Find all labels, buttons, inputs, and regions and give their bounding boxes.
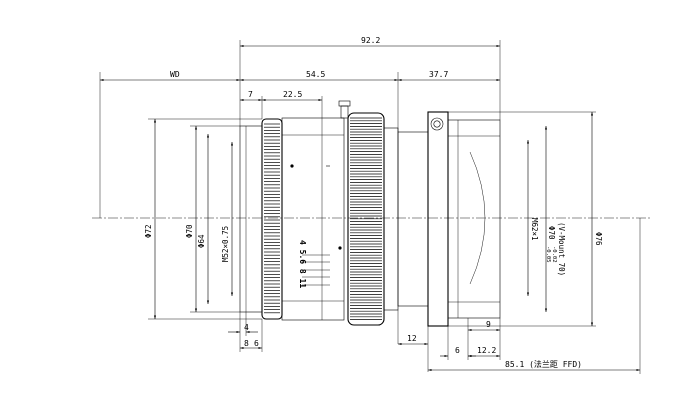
front-knurl bbox=[264, 123, 280, 314]
diameter-72: Φ72 bbox=[144, 224, 153, 238]
rear-knurl bbox=[350, 117, 382, 320]
dim-body-length: 54.5 bbox=[306, 70, 325, 79]
lens-body bbox=[239, 100, 501, 327]
dim-flange-4: 4 bbox=[244, 323, 249, 332]
dim-focus-width: 22.5 bbox=[283, 90, 302, 99]
aperture-scale: 4 5.6 8 11 bbox=[298, 240, 307, 288]
dim-mount-length: 37.7 bbox=[429, 70, 448, 79]
right-diameters: M62×1 Φ70 -0.02 -0.05 (V-Mount 70) Φ76 bbox=[448, 111, 603, 327]
diameter-70: Φ70 bbox=[185, 224, 194, 238]
dim-overall-length: 92.2 bbox=[361, 36, 380, 45]
mount-tol-upper: -0.02 bbox=[551, 246, 557, 263]
top-dimensions: 92.2 WD 54.5 37.7 7 22.5 bbox=[99, 36, 501, 218]
dim-rear-9: 9 bbox=[486, 320, 491, 329]
diameter-64: Φ64 bbox=[197, 234, 206, 248]
dim-rear-6: 6 bbox=[455, 346, 460, 355]
mount-diameter-70: Φ70 bbox=[547, 226, 556, 240]
dim-working-distance: WD bbox=[170, 70, 180, 79]
bottom-right-dimensions: 12 9 6 12.2 85.1 (法兰距 FFD) bbox=[397, 218, 641, 374]
dim-rear-12-2: 12.2 bbox=[477, 346, 496, 355]
bottom-left-dimensions: 4 8 6 bbox=[228, 312, 263, 352]
rear-thread-m62: M62×1 bbox=[530, 218, 539, 241]
front-thread-m52: M52×0.75 bbox=[221, 226, 230, 262]
mount-tol-lower: -0.05 bbox=[545, 246, 551, 263]
dim-mount-12: 12 bbox=[407, 334, 417, 343]
dim-front-6: 6 bbox=[254, 339, 259, 348]
dim-ffd: 85.1 (法兰距 FFD) bbox=[505, 359, 582, 369]
dim-focus-offset: 7 bbox=[248, 90, 253, 99]
mount-type: (V-Mount 70) bbox=[557, 222, 566, 276]
diameter-76: Φ76 bbox=[594, 232, 603, 246]
dim-front-8: 8 bbox=[244, 339, 249, 348]
left-diameters: Φ72 Φ70 Φ64 M52×0.75 bbox=[144, 118, 262, 320]
